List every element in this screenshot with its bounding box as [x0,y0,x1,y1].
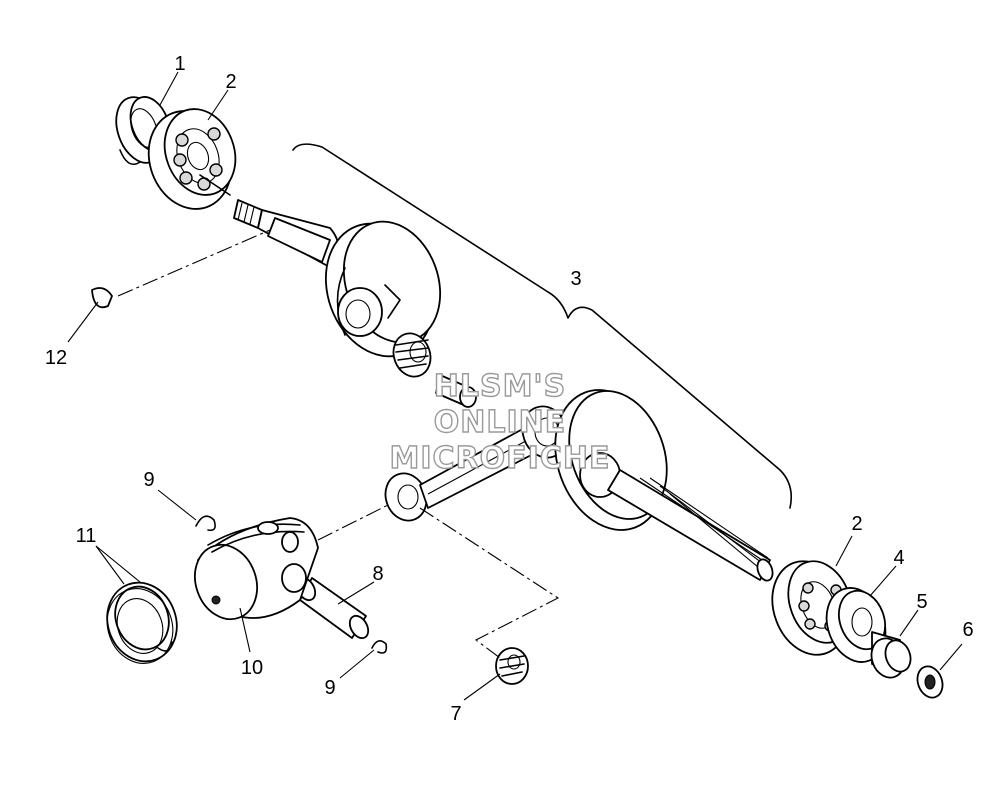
callout-7: 7 [450,703,461,725]
callout-9-upper: 9 [143,469,154,491]
watermark-line-2: ONLINE [434,405,567,440]
crankshaft-right-half [554,389,774,582]
piston-part-10 [194,517,319,621]
assembly-bracket [292,143,793,509]
callout-11: 11 [76,525,97,547]
callout-2-upper: 2 [225,71,236,93]
washer-part-6 [916,665,944,699]
callout-2-lower: 2 [851,513,862,535]
watermark: HLSM'S ONLINE MICROFICHE [389,368,611,476]
alignment-lines [117,229,560,659]
ball-bearing-upper-part-2 [147,108,237,210]
leader-lines [67,71,963,701]
collar-part-5 [870,631,912,679]
watermark-line-1: HLSM'S [434,369,566,404]
crankshaft-left-half [233,199,442,358]
piston-rings-part-11 [106,581,178,664]
callout-3: 3 [570,268,581,290]
circlip-upper-part-9 [195,515,216,532]
callout-9-lower: 9 [324,677,335,699]
small-end-bearing-part-7 [495,647,529,685]
callout-4: 4 [893,547,904,569]
watermark-line-3: MICROFICHE [390,441,611,476]
crank-pin-needle-bearing [392,332,432,378]
circlip-lower-part-9 [371,640,388,654]
callout-1: 1 [174,53,185,75]
crank-pin [435,374,477,408]
callout-6: 6 [962,619,973,641]
woodruff-key-part-12 [91,287,113,309]
callout-12: 12 [45,347,67,369]
callout-5: 5 [916,591,927,613]
callout-8: 8 [372,563,383,585]
callout-10: 10 [241,657,263,679]
callout-labels: 1 2 3 4 5 6 7 8 9 9 10 11 12 2 [45,53,974,725]
